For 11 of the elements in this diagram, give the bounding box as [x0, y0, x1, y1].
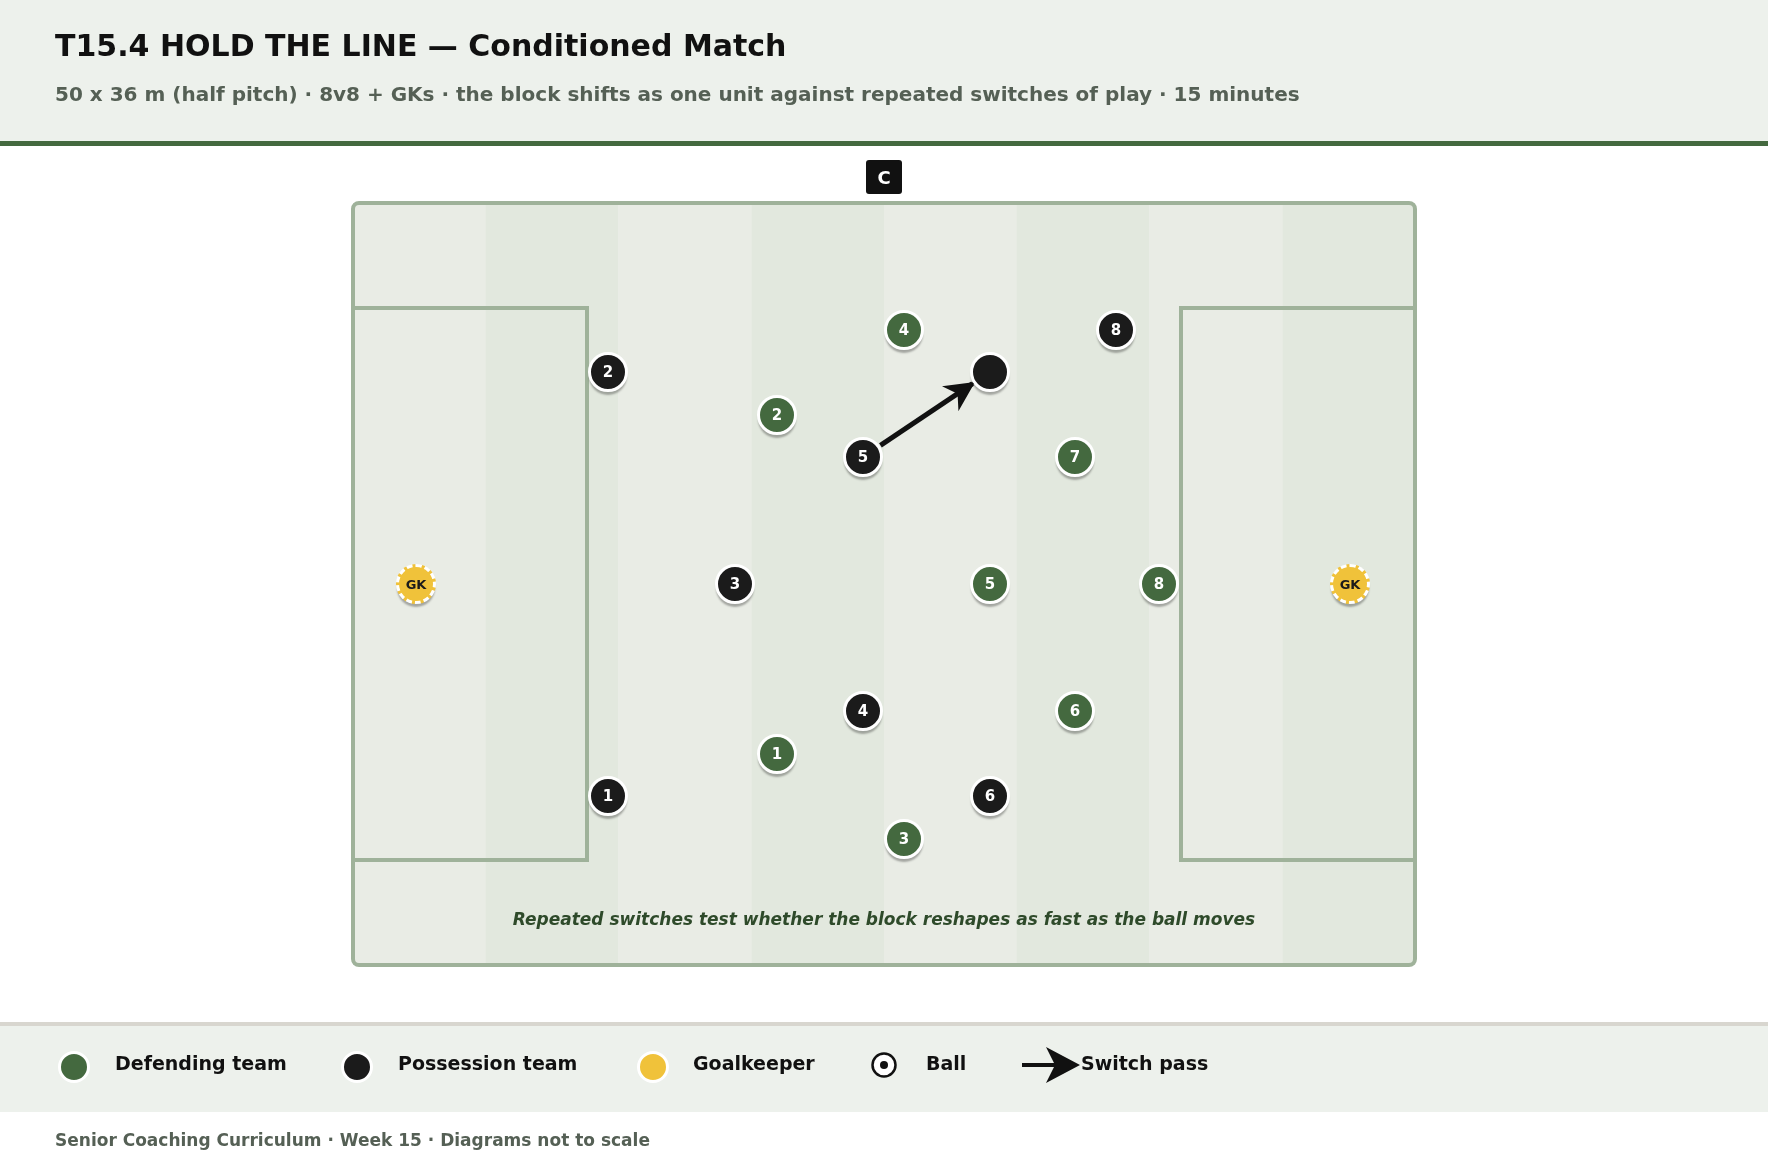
legend-label: Ball [926, 1052, 967, 1074]
legend-label: Goalkeeper [693, 1052, 815, 1074]
footer-text: Senior Coaching Curriculum · Week 15 · Diagrams not to scale [55, 1130, 650, 1150]
switch-pass-arrow [879, 381, 976, 448]
legend-label: Switch pass [1081, 1052, 1209, 1074]
pitch-note: Repeated switches test whether the block reshapes as fast as the ball moves [511, 909, 1257, 929]
coach-marker: C [866, 160, 902, 194]
subtitle: 50 x 36 m (half pitch) · 8v8 + GKs · the block shifts as one unit against repeated switches of play · 15 minutes [55, 82, 1300, 106]
legend-label: Possession team [398, 1052, 578, 1074]
title: T15.4 HOLD THE LINE — Conditioned Match [55, 28, 787, 63]
legend-label: Defending team [115, 1052, 287, 1074]
